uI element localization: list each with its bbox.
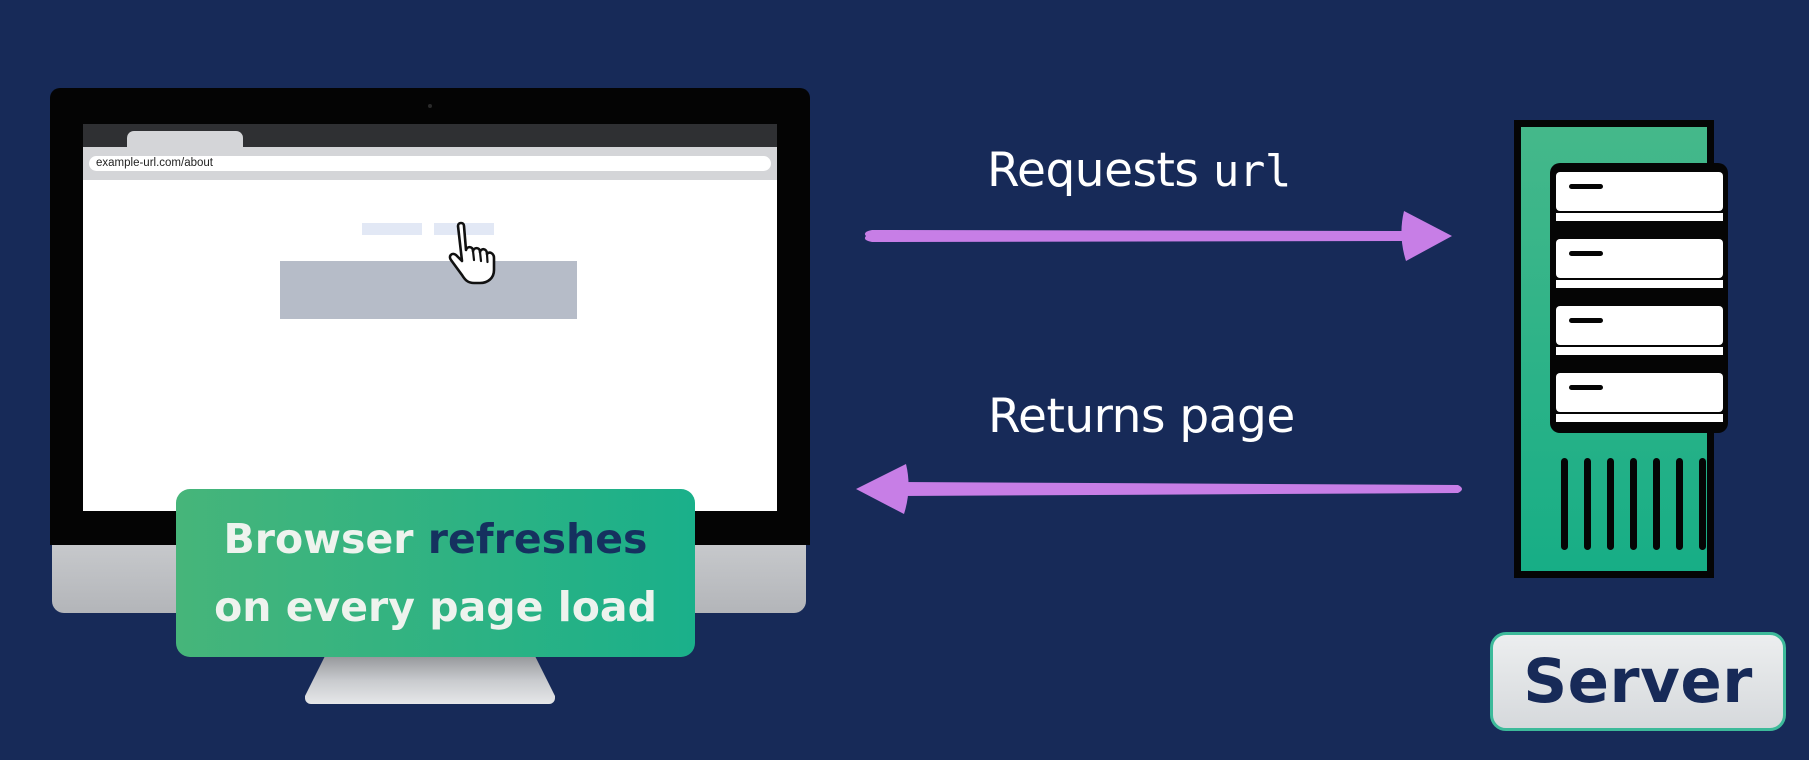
caption-highlight: refreshes (427, 515, 648, 563)
server-vent (1676, 458, 1683, 550)
return-arrowhead-icon (856, 464, 909, 514)
server-vent (1630, 458, 1637, 550)
caption-line-2: on every page load (214, 583, 657, 631)
page-nav-link[interactable] (362, 223, 422, 235)
hand-cursor-icon (448, 221, 496, 285)
url-code-label: url (1212, 146, 1291, 197)
camera-icon (428, 104, 432, 108)
request-arrowhead-icon (1401, 211, 1452, 261)
drive-handle-icon (1569, 251, 1603, 256)
page-content-block (280, 261, 577, 319)
server-label: Server (1490, 632, 1786, 731)
requests-label: Requests url (987, 143, 1291, 198)
server-vent (1607, 458, 1614, 550)
server-drive-slot (1556, 347, 1723, 355)
return-arrow-shaft (895, 482, 1462, 496)
server-vent (1653, 458, 1660, 550)
drive-handle-icon (1569, 318, 1603, 323)
drive-handle-icon (1569, 184, 1603, 189)
server-drive (1556, 239, 1723, 278)
browser-tab[interactable] (127, 131, 243, 149)
server-drive-slot (1556, 414, 1723, 422)
browser-window: example-url.com/about (83, 124, 777, 511)
server-drive (1556, 373, 1723, 412)
caption-box: Browser refreshes on every page load (176, 489, 695, 657)
address-bar[interactable]: example-url.com/about (89, 156, 771, 171)
monitor-stand (305, 652, 555, 704)
server-drive (1556, 172, 1723, 211)
caption-line-1: Browser refreshes (223, 515, 648, 563)
request-arrow-shaft (864, 230, 1414, 242)
drive-handle-icon (1569, 385, 1603, 390)
server-vent (1699, 458, 1706, 550)
server-vent (1584, 458, 1591, 550)
browser-tab-strip (83, 124, 777, 147)
server-drive-slot (1556, 280, 1723, 288)
server-vent (1561, 458, 1568, 550)
returns-label: Returns page (988, 389, 1295, 444)
server-drive-slot (1556, 213, 1723, 221)
server-drive (1556, 306, 1723, 345)
